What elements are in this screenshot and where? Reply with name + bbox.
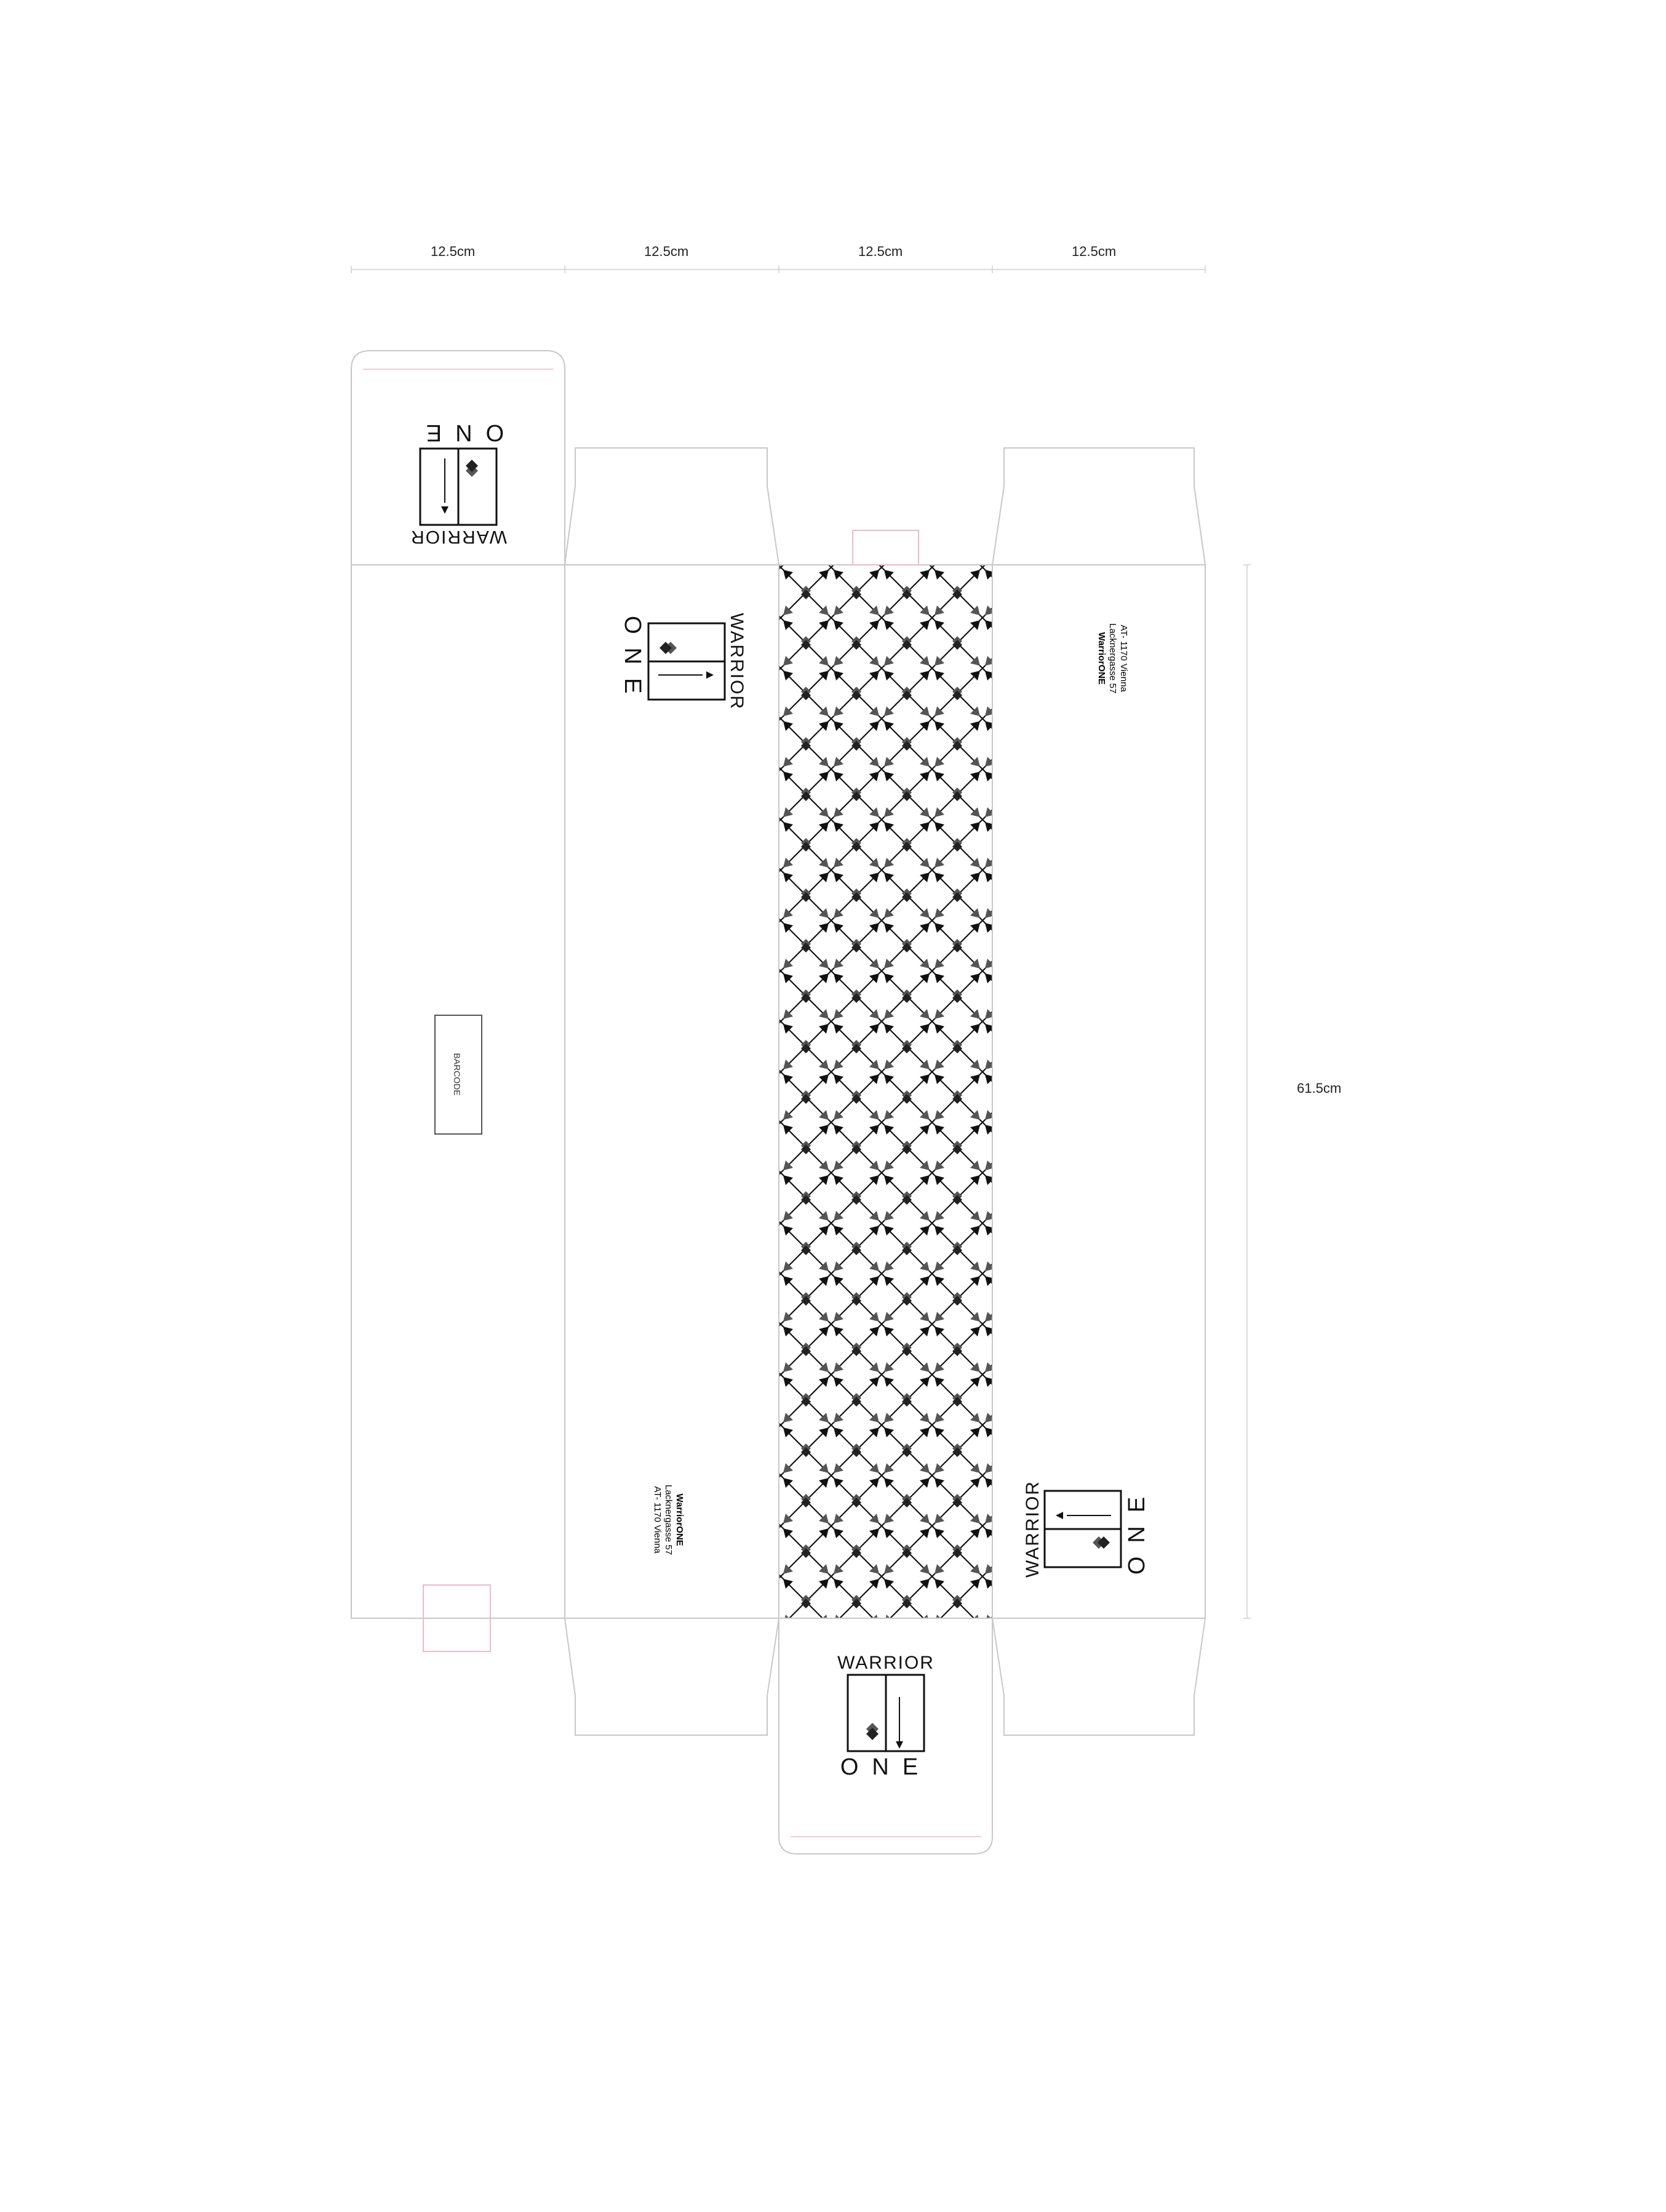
dim-width-1: 12.5cm bbox=[431, 244, 476, 259]
dim-width-2: 12.5cm bbox=[644, 244, 689, 259]
address-right-panel: WarriorONE Lacknergasse 57 AT- 1170 Vien… bbox=[1096, 623, 1129, 693]
dim-height: 61.5cm bbox=[1297, 1080, 1342, 1096]
address-name-2: WarriorONE bbox=[674, 1493, 685, 1546]
logo-bottom-brand: ONE bbox=[840, 1754, 931, 1780]
address-city-2: AT- 1170 Vienna bbox=[652, 1486, 663, 1554]
logo-back-word: WARRIOR bbox=[727, 613, 747, 710]
logo-back-panel: WARRIOR ONE bbox=[620, 613, 747, 710]
logo-right-panel: WARRIOR ONE bbox=[1022, 1480, 1150, 1578]
address-street-2: Lacknergasse 57 bbox=[663, 1485, 674, 1555]
barcode-placeholder: BARCODE bbox=[434, 1015, 482, 1135]
address-city: AT- 1170 Vienna bbox=[1118, 625, 1129, 692]
barcode-label: BARCODE bbox=[452, 1053, 462, 1095]
logo-bottom-word: WARRIOR bbox=[837, 1653, 935, 1673]
top-flaps bbox=[351, 350, 1206, 565]
logo-top-brand: ONE bbox=[413, 420, 504, 445]
logo-right-word: WARRIOR bbox=[1022, 1480, 1043, 1578]
logo-top-flap: WARRIOR ONE bbox=[410, 420, 507, 547]
dim-width-3: 12.5cm bbox=[858, 244, 903, 259]
logo-top-word: WARRIOR bbox=[410, 527, 507, 547]
dimension-guides bbox=[351, 266, 1251, 1619]
logo-bottom-flap: WARRIOR ONE bbox=[837, 1653, 935, 1780]
address-street: Lacknergasse 57 bbox=[1107, 623, 1118, 693]
dim-width-4: 12.5cm bbox=[1072, 244, 1117, 259]
logo-back-brand: ONE bbox=[620, 616, 645, 707]
body-panels bbox=[351, 564, 1206, 1619]
bottom-flaps bbox=[423, 1584, 1206, 1855]
address-name: WarriorONE bbox=[1096, 632, 1107, 684]
address-back-panel: WarriorONE Lacknergasse 57 AT- 1170 Vien… bbox=[652, 1485, 685, 1555]
logo-right-brand: ONE bbox=[1124, 1483, 1150, 1575]
